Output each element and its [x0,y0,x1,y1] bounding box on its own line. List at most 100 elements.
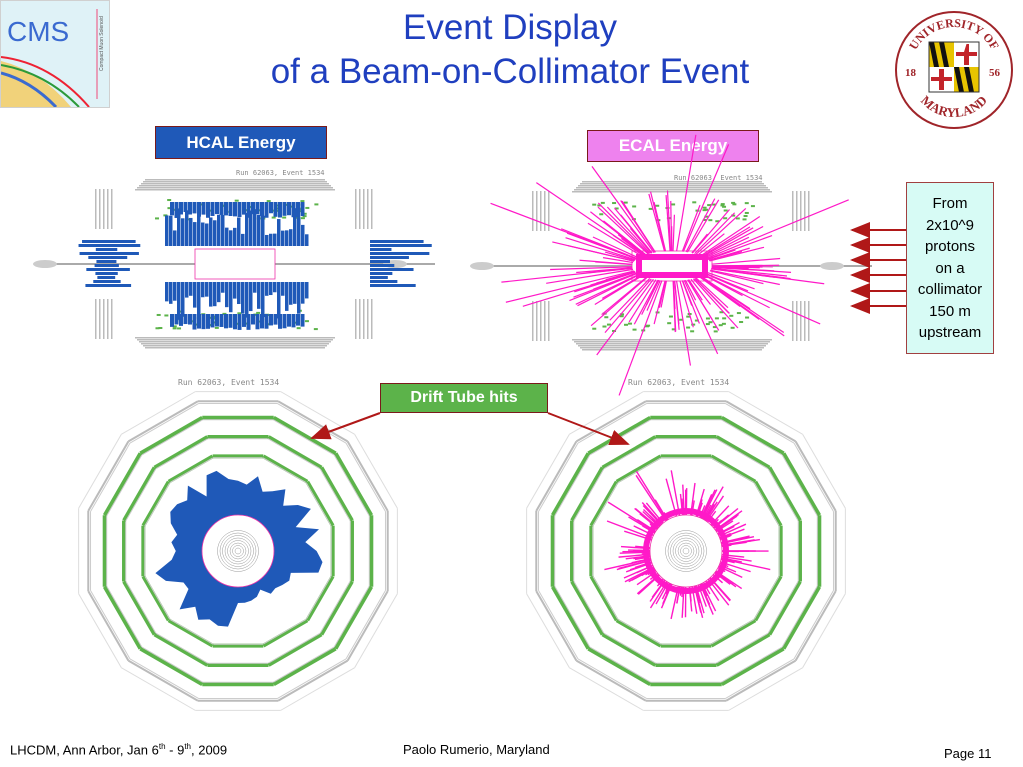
drift-hit [275,209,280,212]
hcal-tower [289,282,293,305]
drift-tube-station [601,435,657,470]
ecal-deposit [546,268,634,284]
ecal-deposit [695,277,729,309]
hcal-tower [185,282,189,298]
drift-tube-frame [345,442,386,512]
endcap-chamber [99,189,101,229]
drift-tube-frame [592,482,619,527]
drift-tube-station [587,415,652,456]
muon-chamber-bottom [574,341,770,343]
drift-hit [723,209,728,212]
drift-hit [612,202,617,205]
ecal-deposit [569,272,638,302]
yoke-outline [569,667,644,711]
hcal-tower [277,219,281,246]
hcal-outer-tower [228,202,233,216]
ecal-ring [643,508,729,594]
ecal-deposit [591,166,655,253]
ecal-deposit [705,273,821,325]
cms-logo: CMS Compact Muon Solenoid [0,0,110,108]
hcal-tower [225,282,229,308]
drift-tube-frame [767,580,799,634]
hcal-tower [217,282,221,303]
hcal-forward-tower [370,284,416,287]
drift-hit [744,202,749,205]
drift-tube-station [277,659,349,702]
ecal-deposit [649,191,666,252]
hcal-tower [269,233,273,246]
ecal-deposit [567,245,635,262]
hcal-outer-tower [197,202,201,217]
cms-logo-subtext: Compact Muon Solenoid [99,16,105,71]
ecal-deposit [620,200,656,253]
annotation-arrows [310,222,906,445]
endcap-chamber [103,189,105,229]
ecal-side-view [470,134,872,396]
drift-hit [667,322,672,325]
hcal-outer-tower [287,314,291,327]
drift-hit [623,201,628,204]
drift-tube-frame [781,585,818,648]
drift-hit [632,205,637,208]
ecal-deposit [688,279,703,301]
hcal-tower [265,234,269,246]
hcal-tower [181,218,185,246]
drift-tube-station [153,435,209,470]
drift-tube-station [141,480,171,527]
drift-tube-frame [106,454,143,517]
ecal-deposit [705,236,750,259]
drift-tube-station [575,659,647,702]
drift-hit [713,330,718,333]
hcal-tower [197,214,201,246]
muon-chamber-bottom [139,341,331,343]
ecal-deposit [684,279,697,301]
yoke-outline [569,391,644,435]
endcap-chamber [800,301,802,341]
drift-tube-station [589,575,619,622]
ecal-deposit [687,279,713,320]
drift-tube-station [725,400,797,443]
drift-tube-station [715,632,771,667]
drift-hit [282,216,287,219]
drift-tube-frame [90,442,131,512]
drift-hit [167,199,172,202]
endcap-chamber [359,189,361,229]
drift-hit [158,327,163,330]
drift-tube-station [267,435,323,470]
hcal-outer-tower [192,202,197,214]
hcal-forward-tower [95,248,118,251]
drift-tube-frame [141,646,204,683]
drift-tube-station [333,452,374,517]
ecal-deposit [490,202,638,260]
muon-chamber-top [574,189,770,191]
hcal-outer-tower [219,202,224,215]
drift-tube-station [333,585,374,650]
drift-hit [305,206,310,209]
hcal-forward-tower [370,260,390,263]
drift-tube-frame [715,632,769,664]
endcap-chamber [355,189,357,229]
hcal-tower [305,282,309,299]
hcal-outer-tower [183,314,188,325]
tracker-layer [667,532,705,570]
drift-tube-frame [603,438,657,470]
drift-tube-station [550,452,591,517]
yoke-outline [728,667,803,711]
drift-tube-station [710,618,757,648]
hcal-outer-tower [224,202,228,216]
drift-tube-frame [715,438,769,470]
drift-tube-hits-label: Drift Tube hits [380,383,548,413]
endcap-chamber [536,191,538,231]
hcal-outer-tower [170,314,174,327]
drift-hit [172,327,177,330]
drift-tube-station [87,440,130,512]
tracker-box [194,248,276,280]
muon-chamber-bottom [135,337,335,339]
drift-hit [300,200,305,203]
hcal-outer-tower [282,314,287,329]
tracker-layer [222,535,254,567]
run-label-front-right: Run 62063, Event 1534 [628,378,730,387]
hcal-tower [205,223,209,246]
endcap-chamber [103,299,105,339]
